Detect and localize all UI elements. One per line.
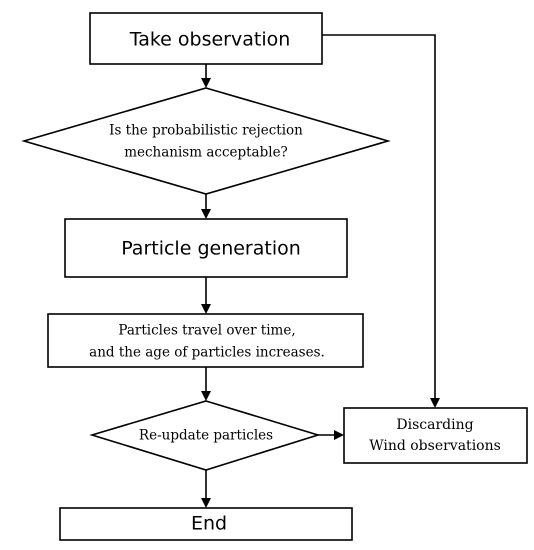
reupdate-decision-label: Re-update particles: [139, 428, 273, 444]
acceptable-decision-line2: mechanism acceptable?: [124, 145, 288, 161]
end-box: [59, 507, 353, 541]
arrowhead-observation-to-decision: [201, 78, 211, 88]
node-particle-generation: Particle generation: [64, 218, 348, 278]
particle-generation-box: [64, 218, 348, 278]
reupdate-decision-diamond: [89, 400, 321, 471]
arrowhead-decision-to-generation: [201, 209, 211, 219]
particles-travel-line1: Particles travel over time,: [118, 323, 295, 339]
acceptable-decision-line1: Is the probabilistic rejection: [109, 123, 303, 139]
connectors: [201, 34, 440, 508]
node-take-observation: Take observation: [89, 12, 323, 65]
arrowhead-observation-to-discarding: [430, 398, 440, 408]
node-acceptable-decision: Is the probabilistic rejection mechanism…: [21, 87, 391, 195]
arrowhead-reupdate-to-end: [201, 498, 211, 508]
take-observation-box: [89, 12, 323, 65]
arrowhead-generation-to-travel: [201, 304, 211, 314]
end-label: End: [191, 513, 227, 535]
node-discarding: Discarding Wind observations: [343, 407, 528, 464]
arrowhead-travel-to-reupdate: [201, 391, 211, 401]
arrowhead-reupdate-to-discarding: [334, 430, 344, 440]
discarding-line1: Discarding: [396, 417, 473, 433]
discarding-box: [343, 407, 528, 464]
particles-travel-box: [47, 313, 364, 368]
particle-generation-label: Particle generation: [121, 238, 301, 260]
take-observation-label: Take observation: [129, 29, 291, 51]
node-end: End: [59, 507, 353, 541]
connector-observation-to-discarding: [322, 34, 436, 400]
node-particles-travel: Particles travel over time, and the age …: [47, 313, 364, 368]
acceptable-decision-diamond: [21, 87, 391, 195]
discarding-line2: Wind observations: [369, 438, 501, 454]
node-reupdate-decision: Re-update particles: [89, 400, 321, 471]
particles-travel-line2: and the age of particles increases.: [89, 345, 325, 361]
